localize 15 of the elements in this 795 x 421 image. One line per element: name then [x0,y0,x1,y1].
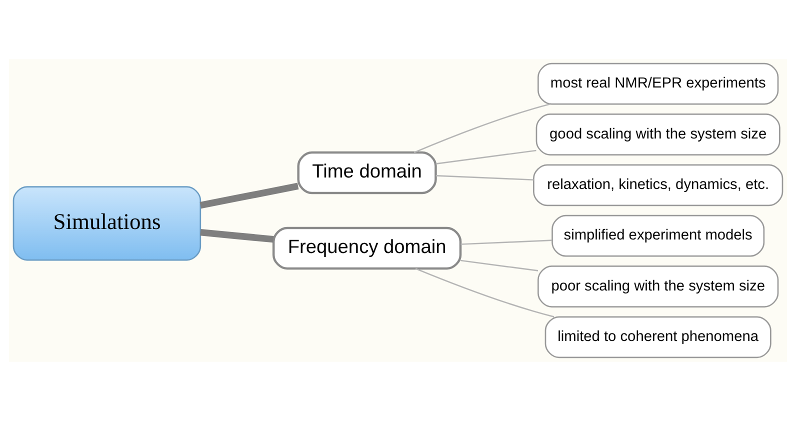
node-box: Time domain [296,151,436,194]
node-box: Simulations [12,186,201,261]
connector [435,150,536,164]
node-box: Frequency domain [272,226,462,270]
node-box: most real NMR/EPR experiments [537,62,778,105]
connector [460,240,552,245]
connector [435,175,534,181]
connector [460,260,538,272]
connector [199,182,298,209]
node-box: good scaling with the system size [535,114,780,156]
node-box: simplified experiment models [551,214,764,257]
node-box: limited to coherent phenomena [544,316,771,358]
node-box: poor scaling with the system size [537,266,778,308]
node-box: relaxation, kinetics, dynamics, etc. [532,164,783,206]
connector [200,228,274,243]
